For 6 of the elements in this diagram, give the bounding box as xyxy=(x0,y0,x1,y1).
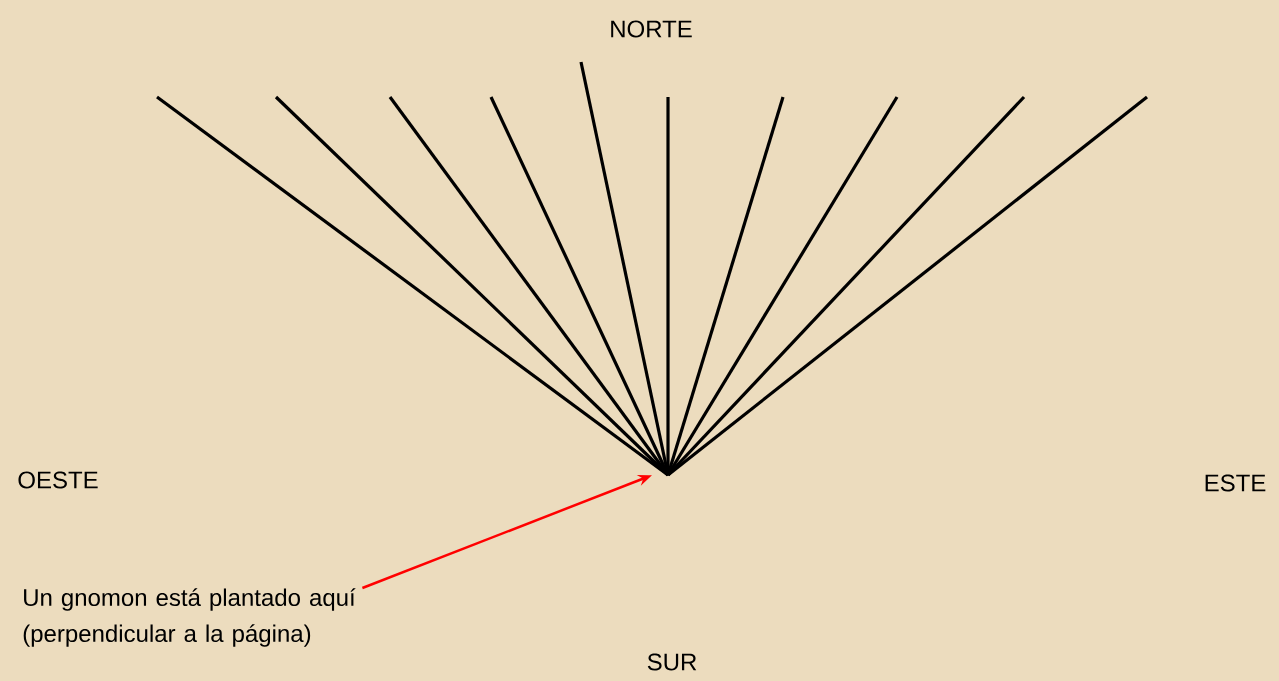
direction-label: ESTE xyxy=(1205,474,1266,492)
note-text: Un gnomon está plantado aquí (perpendicular a la página) xyxy=(23,588,356,647)
direction-label: OESTE xyxy=(18,471,98,489)
sundial-lines-drawing xyxy=(156,61,1148,477)
direction-label: SUR xyxy=(647,653,697,671)
direction-label: NORTE xyxy=(611,20,692,38)
